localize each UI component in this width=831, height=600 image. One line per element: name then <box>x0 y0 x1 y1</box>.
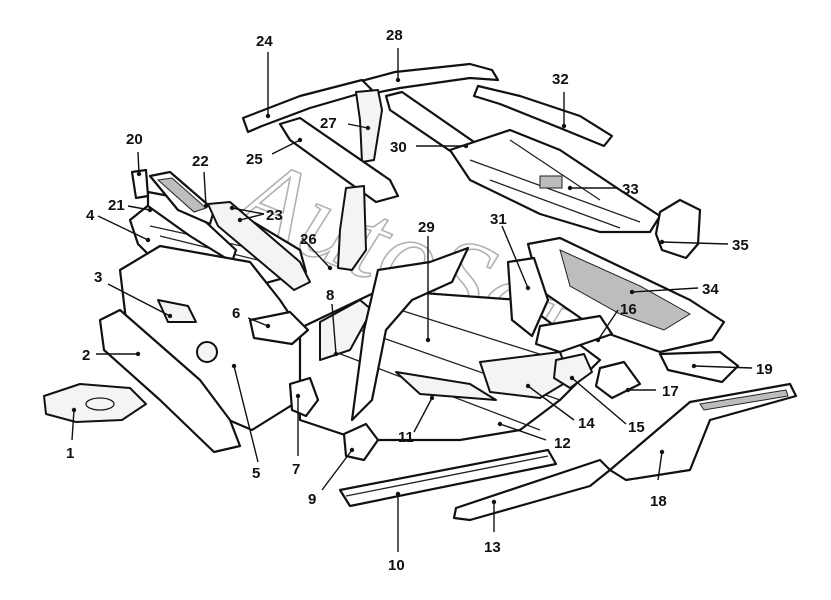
part-7-bracket <box>288 376 320 418</box>
part-29-a-pillar-lower <box>350 246 470 422</box>
leader-1 <box>71 409 75 441</box>
leader-6 <box>247 317 269 327</box>
callout-31: 31 <box>490 211 507 228</box>
part-35-rear-bracket <box>654 198 702 260</box>
leader-dots <box>71 77 697 505</box>
leader-21 <box>127 205 151 211</box>
part-32-roof-side-rail <box>472 84 614 148</box>
callout-11: 11 <box>398 429 414 446</box>
leader-23a <box>231 207 265 215</box>
leader-23b <box>239 213 265 221</box>
leader-20 <box>137 151 140 175</box>
callout-12: 12 <box>554 435 571 452</box>
leader-26 <box>301 237 331 269</box>
callout-labels: 1 2 3 4 5 6 7 8 9 10 11 12 13 14 15 16 1… <box>66 27 773 574</box>
callout-24: 24 <box>256 33 273 50</box>
leader-11 <box>413 397 433 433</box>
callout-2: 2 <box>82 347 90 364</box>
part-14-seat-cross-member <box>479 351 571 399</box>
part-13-inner-sill <box>452 458 612 522</box>
leader-34 <box>631 287 699 293</box>
part-16-heel-kick <box>534 314 614 354</box>
callout-20: 20 <box>126 131 143 148</box>
leader-31 <box>501 225 529 289</box>
rear-floor-texture <box>559 249 691 331</box>
callout-17: 17 <box>662 383 679 400</box>
callout-23: 23 <box>266 207 283 224</box>
leader-lines <box>71 48 753 552</box>
callout-9: 9 <box>308 491 316 508</box>
roof-opening <box>539 175 563 189</box>
callout-26: 26 <box>300 231 317 248</box>
part-5-dash-hole <box>196 341 218 363</box>
callout-4: 4 <box>86 207 95 224</box>
callout-16: 16 <box>620 301 637 318</box>
callout-30: 30 <box>390 139 407 156</box>
part-23-tube <box>207 201 311 291</box>
callout-27: 27 <box>320 115 337 132</box>
leader-4 <box>97 215 149 241</box>
part-27-a-pillar-upper <box>355 89 383 163</box>
leader-5 <box>233 365 259 463</box>
callout-14: 14 <box>578 415 595 432</box>
leader-12 <box>499 423 547 441</box>
part-1-wheelhouse-bracket <box>43 383 147 423</box>
leader-27 <box>347 123 369 129</box>
callout-25: 25 <box>246 151 263 168</box>
leader-16 <box>597 309 619 341</box>
part-11-floor-cross-member <box>395 371 497 401</box>
leader-8 <box>331 303 337 355</box>
callout-5: 5 <box>252 465 260 482</box>
callout-6: 6 <box>232 305 240 322</box>
callout-22: 22 <box>192 153 209 170</box>
leader-9 <box>321 449 353 491</box>
callout-7: 7 <box>292 461 300 478</box>
callout-10: 10 <box>388 557 405 574</box>
leader-19 <box>693 365 753 369</box>
part-20-fastener <box>130 168 150 200</box>
part-24-front-roof-rail <box>241 78 374 134</box>
leader-14 <box>527 385 575 421</box>
part-25-roof-bow <box>278 116 400 204</box>
callout-35: 35 <box>732 237 749 254</box>
part-15-bracket <box>553 353 593 389</box>
leader-3 <box>107 283 171 317</box>
callout-28: 28 <box>386 27 403 44</box>
leader-15 <box>571 377 627 425</box>
callout-33: 33 <box>622 181 639 198</box>
leader-22 <box>203 171 207 207</box>
leader-25 <box>271 139 301 155</box>
part-6-dash-bracket <box>248 310 310 346</box>
callout-34: 34 <box>702 281 719 298</box>
leader-35 <box>661 241 729 245</box>
part-19-rear-crossmember <box>658 350 740 384</box>
callout-21: 21 <box>108 197 125 214</box>
callout-8: 8 <box>326 287 334 304</box>
callout-1: 1 <box>66 445 74 462</box>
part-2-front-side-member <box>98 308 242 454</box>
part-17-rear-bracket <box>594 360 642 400</box>
callout-13: 13 <box>484 539 501 556</box>
callout-18: 18 <box>650 493 667 510</box>
callout-19: 19 <box>756 361 773 378</box>
callout-15: 15 <box>628 419 645 436</box>
part-26-b-pillar <box>337 185 367 271</box>
part-10-rocker-sill <box>338 448 558 508</box>
part-3-dash-opening <box>157 299 197 323</box>
callout-32: 32 <box>552 71 569 88</box>
callout-29: 29 <box>418 219 435 236</box>
part-18-rear-rail <box>608 382 798 482</box>
part-31-rear-side-member <box>506 256 550 338</box>
callout-3: 3 <box>94 269 102 286</box>
leader-18 <box>657 451 663 481</box>
